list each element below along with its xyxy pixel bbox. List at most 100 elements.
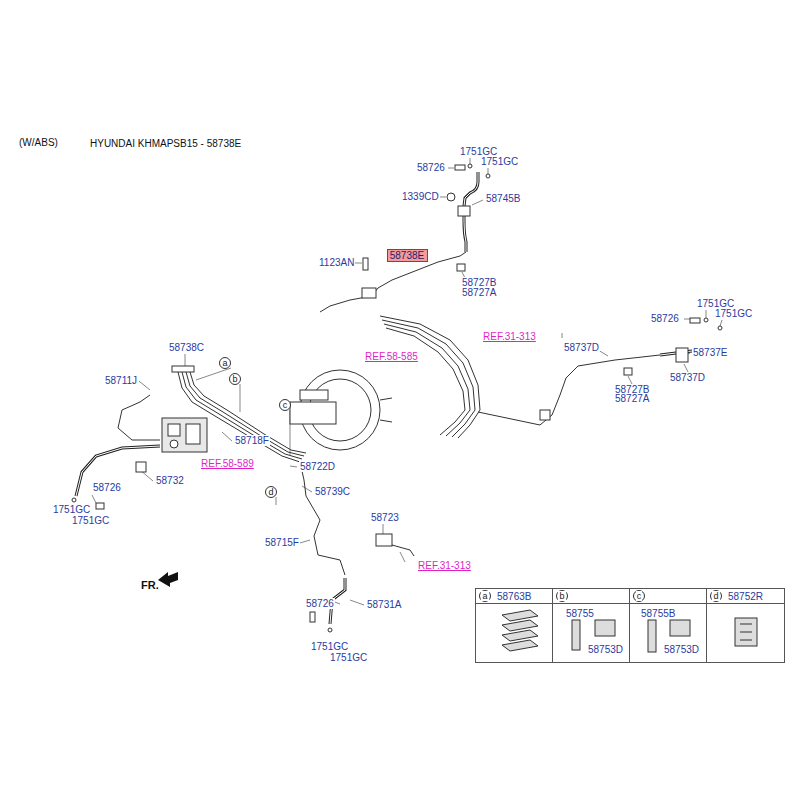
part-number: 1751GC [480,156,519,167]
abs-module [162,418,207,452]
part-number: 58726 [305,598,335,609]
callout-letter: b [232,374,237,384]
leader-line [383,524,384,534]
part-number: 1751GC [52,504,91,515]
callout-letter: a [222,358,227,368]
fitting [624,368,632,375]
part-number: 58711J [104,375,138,386]
leader-line [684,319,690,320]
part-number: 58726 [92,482,122,493]
part-number: 58763B [496,591,532,602]
callout-letter: c [283,400,288,410]
fitting [718,326,722,330]
part-number: 58737E [692,347,728,358]
brake-pipe [386,328,465,435]
part-number: 58753D [587,644,624,655]
highlighted-part-box: 58738E [387,249,428,262]
brake-pipe [380,316,480,438]
part-number: 58738E [390,250,424,261]
fitting [172,366,194,372]
leader-line [488,168,489,174]
brake-booster [300,390,328,400]
fitting [704,318,708,322]
leader-line [684,364,688,372]
leader-line [355,263,362,264]
part-number: 58738C [168,342,205,353]
callout-letter: d [268,487,273,497]
part-number: 58723 [370,512,400,523]
leader-line [92,158,722,605]
fitting [676,348,688,362]
fitting [72,164,722,632]
abs-module [170,440,178,448]
front-arrow [158,572,178,587]
leader-line [139,381,150,390]
abs-module [186,424,200,444]
callout-circle: c [279,399,291,411]
clip-picture [502,620,538,631]
callout-letter: a [481,591,488,601]
clip-picture [740,640,752,641]
part-number: 58739C [314,486,351,497]
leader-line [92,495,96,503]
part-number: 1751GC [329,652,368,663]
callout-circle: a [219,357,231,369]
clip-picture [648,620,656,652]
diagram-title: HYUNDAI KHMAPSB15 - 58738E [90,138,241,149]
leader-line [448,168,454,169]
reference-label: REF.31-313 [482,331,537,342]
brake-hose [76,172,700,624]
callout-letter: b [558,591,565,601]
fitting [447,193,455,201]
part-number: 1123AN [318,257,355,268]
reference-label: REF.31-313 [417,560,472,571]
callout-letter: c [636,591,643,601]
fitting [376,534,392,546]
part-number: 58753D [663,644,700,655]
front-marker: FR. [140,580,160,591]
leader-line [350,600,364,605]
leader-line [240,384,241,412]
callout-letter: d [712,591,719,601]
part-number: 58752R [727,591,764,602]
part-number: 58737D [563,342,600,353]
reference-label: REF.58-589 [200,458,255,469]
brake-hose [76,446,160,496]
brake-pipe [392,545,414,556]
leader-line [222,432,232,441]
part-number: 58726 [416,162,446,173]
part-number: 1339CD [401,191,440,202]
fitting [690,318,700,323]
callout-circle: c [633,590,645,602]
fitting [72,498,76,502]
fitting [486,174,490,178]
leader-line [302,486,312,492]
abs-module [162,418,207,452]
leader-line [300,540,310,543]
clip-table-column: 58763B a [475,588,553,663]
part-number: 58755 [565,608,595,619]
leader-line [706,310,707,318]
abs-module [168,424,180,436]
fitting [328,628,332,632]
fitting [362,288,376,298]
hose-core [76,172,700,624]
callout-circle: b [556,590,568,602]
leader-line [276,497,277,505]
clip-picture [740,624,752,625]
fitting [455,165,465,170]
callout-circle: b [229,373,241,385]
leader-line [290,466,297,467]
clip-table-column: 58755B 58753D c [629,588,707,663]
clip-picture [572,620,580,650]
leader-line [196,368,231,380]
reference-label: REF.58-585 [364,351,419,362]
clip-picture [670,620,690,636]
clip-picture [502,610,538,621]
part-number: 58755B [640,608,676,619]
table-rule [475,603,785,604]
clip-picture [735,618,757,646]
part-number: 58732 [155,475,185,486]
part-number: 58726 [650,313,680,324]
table-rule [475,603,785,604]
